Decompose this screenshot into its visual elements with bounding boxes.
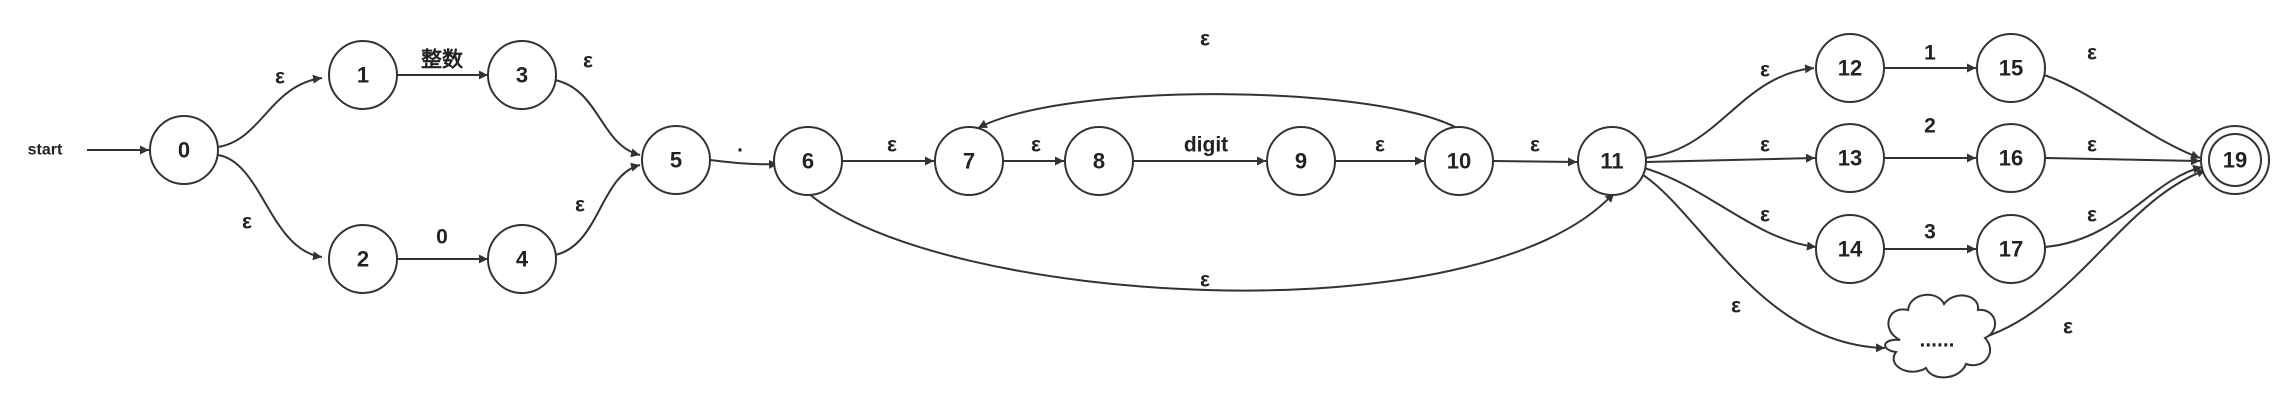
- state-16-label: 16: [1999, 146, 2023, 171]
- edge-label-6-7: ε: [887, 134, 897, 157]
- edge-label-6-11: ε: [1200, 269, 1210, 292]
- state-8: 8: [1064, 126, 1134, 196]
- edge-label-9-10: ε: [1375, 134, 1385, 157]
- edge-10-11: [1492, 157, 1578, 167]
- state-1-label: 1: [357, 63, 369, 88]
- edge-11-12: [1644, 64, 1815, 159]
- edge-label-4-5: ε: [575, 194, 585, 217]
- state-9: 9: [1266, 126, 1336, 196]
- state-1: 1: [328, 40, 398, 110]
- edge-label-12-15: 1: [1924, 42, 1936, 65]
- state-0: 0: [149, 115, 219, 185]
- edge-label-17-19: ε: [2087, 204, 2097, 227]
- state-7: 7: [934, 126, 1004, 196]
- state-17-label: 17: [1999, 237, 2023, 262]
- edge-11-13: [1645, 153, 1816, 163]
- edge-label-3-5: ε: [583, 50, 593, 73]
- state-5-label: 5: [670, 148, 682, 173]
- edge-17-19: [2044, 164, 2203, 248]
- start-label: start: [28, 142, 63, 159]
- state-7-label: 7: [963, 149, 975, 174]
- state-12-label: 12: [1838, 56, 1862, 81]
- state-11: 11: [1577, 126, 1647, 196]
- edge-label-7-8: ε: [1031, 134, 1041, 157]
- state-12: 12: [1815, 33, 1885, 103]
- edge-0-1: [217, 74, 323, 148]
- edge-10-7: [977, 93, 1463, 132]
- state-9-label: 9: [1295, 149, 1307, 174]
- edge-label-16-19: ε: [2087, 134, 2097, 157]
- edge-4-5: [554, 162, 641, 256]
- edge-label-5-6: .: [737, 134, 743, 157]
- state-6: 6: [773, 126, 843, 196]
- state-13: 13: [1815, 123, 1885, 193]
- edge-6-11: [807, 192, 1615, 292]
- edge-label-cloud-19: ε: [2063, 316, 2073, 339]
- state-19-accepting: 19: [2200, 125, 2270, 195]
- edge-3-5: [554, 79, 641, 158]
- state-15: 15: [1976, 33, 2046, 103]
- state-2: 2: [328, 224, 398, 294]
- edge-15-19: [2043, 74, 2201, 160]
- state-2-label: 2: [357, 247, 369, 272]
- state-4: 4: [487, 224, 557, 294]
- state-4-label: 4: [516, 247, 529, 272]
- state-13-label: 13: [1838, 146, 1862, 171]
- state-19-label: 19: [2223, 148, 2247, 173]
- edge-label-1-3: 整数: [421, 48, 464, 72]
- edge-label-2-4: 0: [436, 226, 448, 249]
- cloud-label: ......: [1919, 329, 1954, 352]
- edge-label-13-16: 2: [1924, 115, 1936, 138]
- state-10: 10: [1424, 126, 1494, 196]
- edge-16-19: [2045, 156, 2201, 166]
- state-16: 16: [1976, 123, 2046, 193]
- edge-label-15-19: ε: [2087, 42, 2097, 65]
- edge-label-14-17: 3: [1924, 221, 1936, 244]
- state-15-label: 15: [1999, 56, 2023, 81]
- state-0-label: 0: [178, 138, 190, 163]
- edge-label-8-9: digit: [1184, 134, 1228, 157]
- edge-label-0-2: ε: [242, 211, 252, 234]
- edge-label-11-14: ε: [1760, 204, 1770, 227]
- state-5: 5: [641, 125, 711, 195]
- continuation-cloud: ......: [1884, 294, 1996, 379]
- state-3: 3: [487, 40, 557, 110]
- state-8-label: 8: [1093, 149, 1105, 174]
- edge-11-14: [1643, 167, 1817, 251]
- state-11-label: 11: [1600, 149, 1623, 174]
- state-6-label: 6: [802, 149, 814, 174]
- edge-cloud-19: [1966, 168, 2207, 343]
- edge-label-0-1: ε: [275, 66, 285, 89]
- edge-label-10-7: ε: [1200, 28, 1210, 51]
- edge-label-11-13: ε: [1760, 134, 1770, 157]
- edge-5-6: [709, 159, 779, 169]
- state-10-label: 10: [1447, 149, 1471, 174]
- edge-label-11-cloud: ε: [1731, 295, 1741, 318]
- state-3-label: 3: [516, 63, 528, 88]
- edge-0-2: [217, 154, 323, 261]
- edge-label-11-12: ε: [1760, 59, 1770, 82]
- edge-label-10-11: ε: [1530, 134, 1540, 157]
- edge-11-cloud: [1639, 172, 1886, 353]
- state-17: 17: [1976, 214, 2046, 284]
- state-14-label: 14: [1838, 237, 1863, 262]
- state-14: 14: [1815, 214, 1885, 284]
